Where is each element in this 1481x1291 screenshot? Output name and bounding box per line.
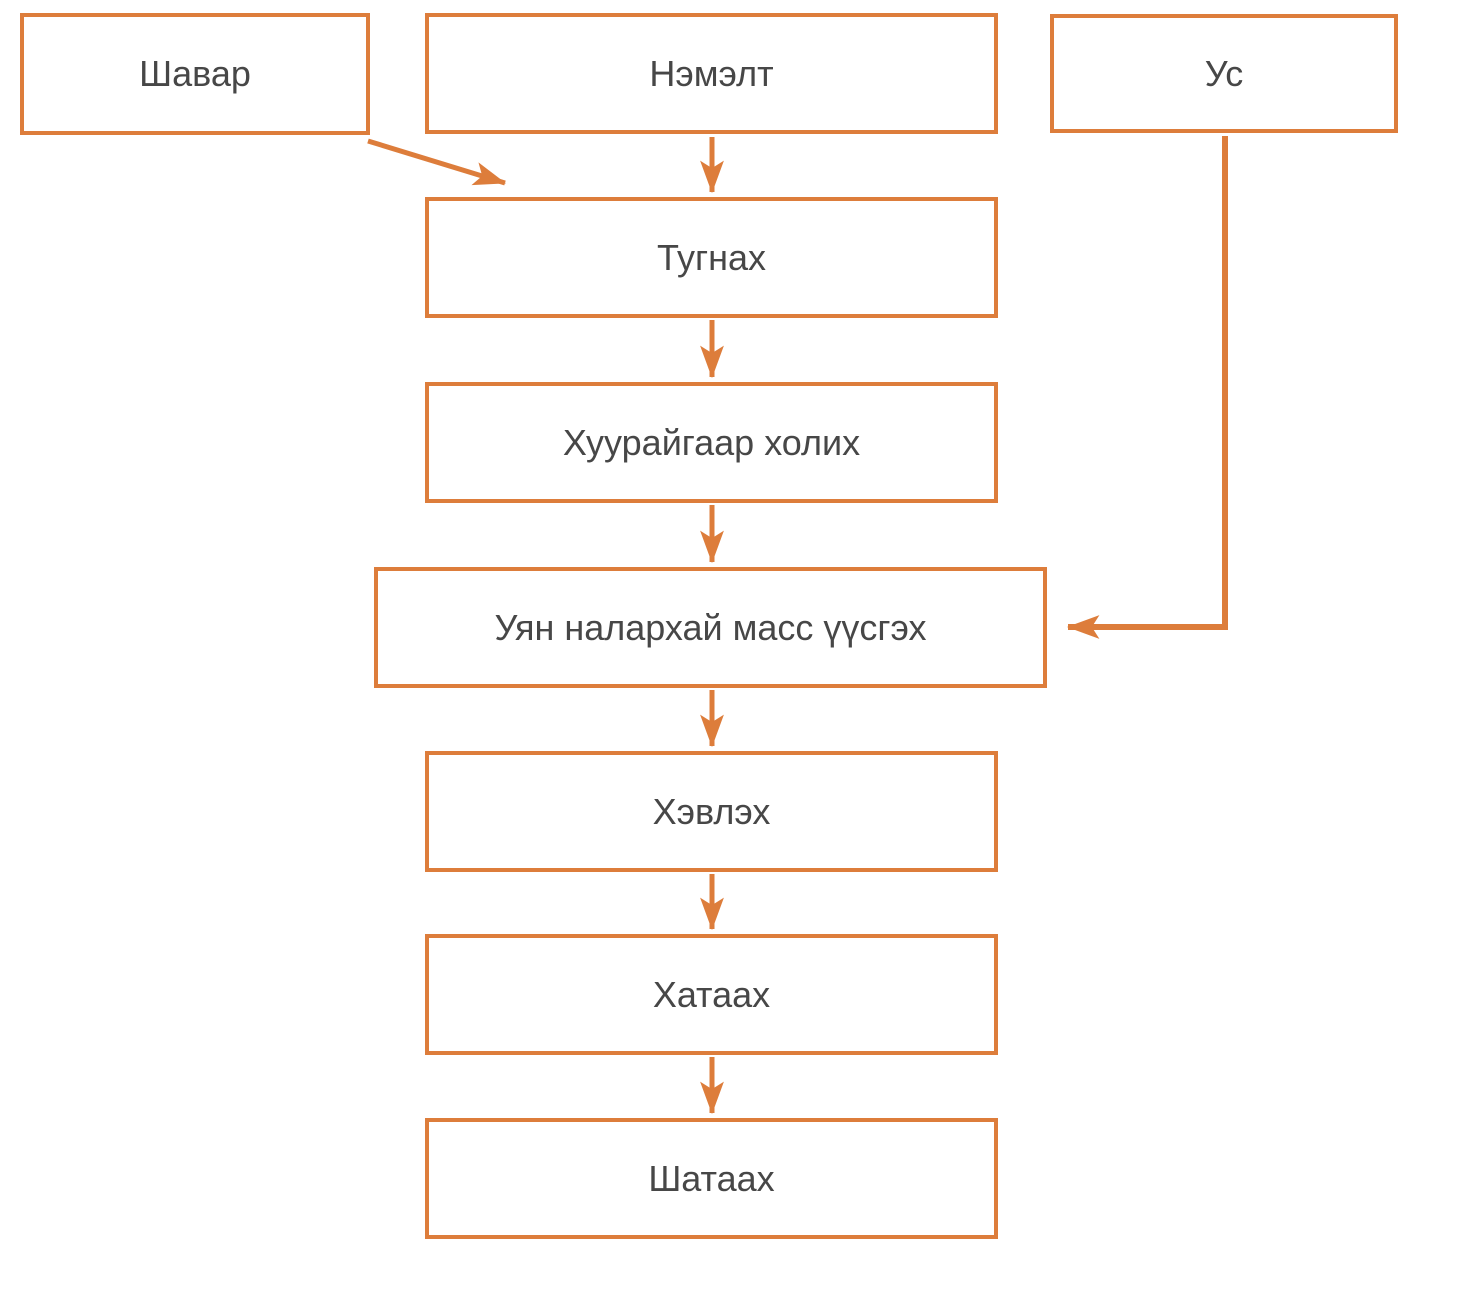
node-shataah: Шатаах — [425, 1118, 998, 1239]
node-tugnah: Тугнах — [425, 197, 998, 318]
node-huurai-label: Хуурайгаар холих — [562, 421, 861, 463]
node-shavar: Шавар — [20, 13, 370, 135]
node-us-label: Ус — [1204, 52, 1244, 94]
node-hataah-label: Хатаах — [652, 973, 771, 1015]
node-hataah: Хатаах — [425, 934, 998, 1055]
node-nemelt-label: Нэмэлт — [649, 52, 774, 94]
node-uyan: Уян налархай масс үүсгэх — [374, 567, 1047, 688]
edge-shavar-to-tugnah-arrow — [367, 138, 507, 186]
node-shavar-label: Шавар — [139, 53, 251, 95]
node-shataah-label: Шатаах — [648, 1157, 775, 1199]
node-uyan-label: Уян налархай масс үүсгэх — [494, 606, 927, 648]
node-hevleh-label: Хэвлэх — [652, 790, 771, 832]
node-huurai: Хуурайгаар холих — [425, 382, 998, 503]
node-hevleh: Хэвлэх — [425, 751, 998, 872]
node-tugnah-label: Тугнах — [656, 236, 766, 278]
node-nemelt: Нэмэлт — [425, 13, 998, 134]
node-us: Ус — [1050, 14, 1398, 133]
edge-us-to-uyan-arrow — [1066, 136, 1228, 639]
